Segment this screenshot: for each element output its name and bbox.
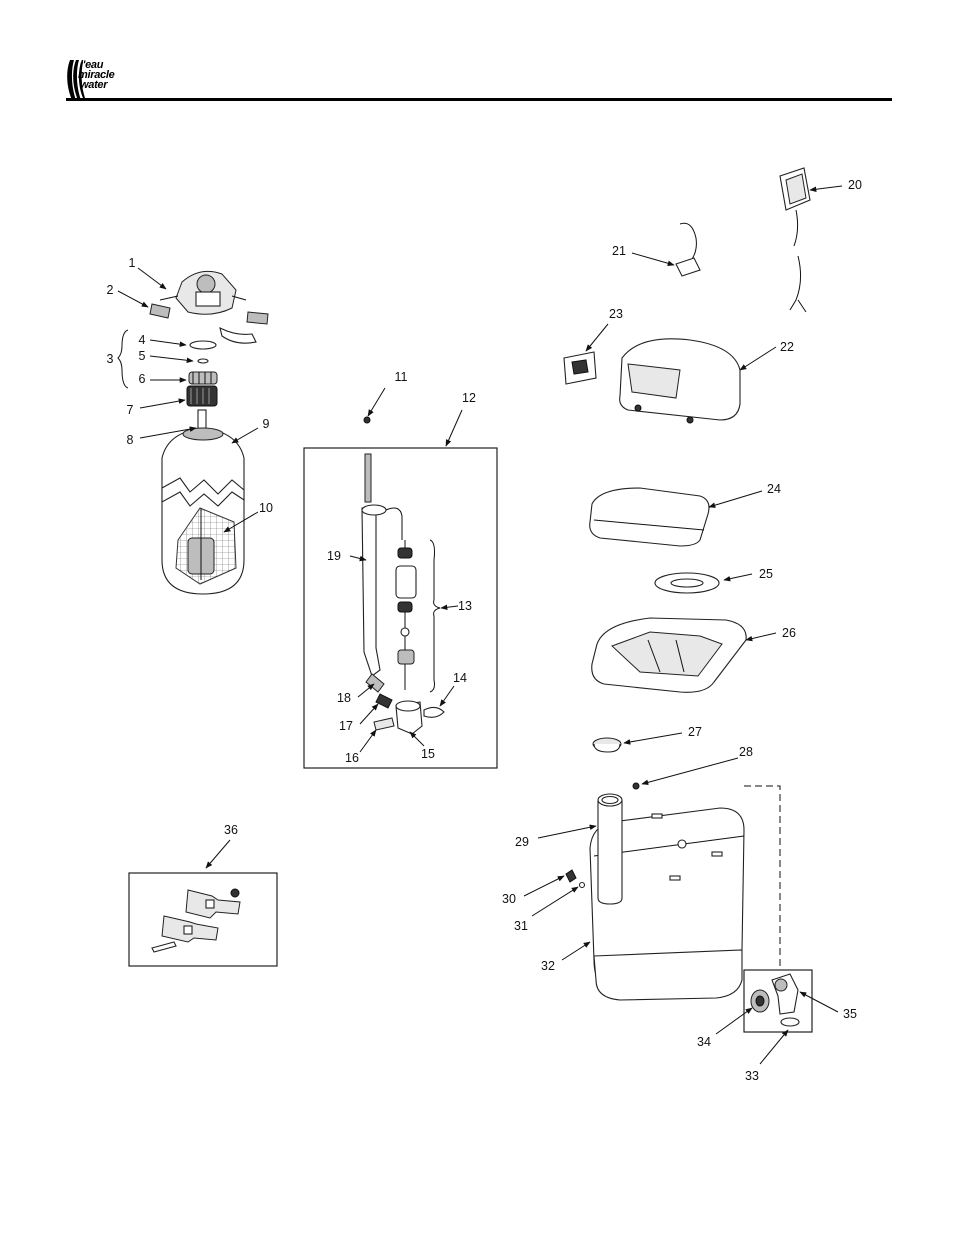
- callout-7: 7: [127, 403, 134, 417]
- screw-30: [566, 870, 576, 882]
- callout-12: 12: [462, 391, 476, 405]
- valve-cover-22: [620, 339, 740, 423]
- salt-shelf-26: [592, 618, 746, 692]
- callout-29: 29: [515, 835, 529, 849]
- callout-22: 22: [780, 340, 794, 354]
- callout-14: 14: [453, 671, 467, 685]
- valve-body-15: [396, 701, 422, 734]
- grommet-28: [633, 783, 639, 789]
- callout-6: 6: [139, 372, 146, 386]
- transformer-20: [780, 168, 810, 312]
- callout-33: 33: [745, 1069, 759, 1083]
- valve-clip-left: [150, 304, 170, 318]
- callout-28: 28: [739, 745, 753, 759]
- distributor-basket-7: [187, 386, 217, 406]
- overflow-nut-34: [751, 990, 769, 1012]
- callout-16: 16: [345, 751, 359, 765]
- callout-34: 34: [697, 1035, 711, 1049]
- callout-9: 9: [263, 417, 270, 431]
- brine-well-29: [598, 794, 622, 904]
- overflow-dashed-leader: [744, 786, 780, 970]
- valve-clip-right: [247, 312, 268, 324]
- callout-18: 18: [337, 691, 351, 705]
- callout-21: 21: [612, 244, 626, 258]
- callout-31: 31: [514, 919, 528, 933]
- callout-1: 1: [129, 256, 136, 270]
- float-assembly-13: [396, 540, 416, 690]
- callout-32: 32: [541, 959, 555, 973]
- hose-clamp-33: [781, 1018, 799, 1026]
- sensor-21: [676, 223, 700, 276]
- callout-26: 26: [782, 626, 796, 640]
- callout-35: 35: [843, 1007, 857, 1021]
- callout-15: 15: [421, 747, 435, 761]
- callout-24: 24: [767, 482, 781, 496]
- o-ring-5: [198, 359, 208, 363]
- callout-13: 13: [458, 599, 472, 613]
- screw-11: [364, 417, 370, 423]
- clip-14: [424, 707, 444, 717]
- washer-16: [374, 718, 394, 730]
- callout-3: 3: [107, 352, 114, 366]
- overflow-elbow-35: [772, 974, 798, 1014]
- callout-36: 36: [224, 823, 238, 837]
- callout-5: 5: [139, 349, 146, 363]
- callout-2: 2: [107, 283, 114, 297]
- callout-30: 30: [502, 892, 516, 906]
- bracket-13: [430, 540, 440, 692]
- callout-20: 20: [848, 178, 862, 192]
- o-ring-4: [190, 341, 216, 349]
- tank-lid-24: [590, 488, 709, 546]
- callout-25: 25: [759, 567, 773, 581]
- callout-27: 27: [688, 725, 702, 739]
- cap-27: [593, 738, 621, 752]
- nut-17: [376, 694, 392, 708]
- callout-11: 11: [395, 370, 408, 384]
- circuit-board-23: [564, 352, 596, 384]
- salt-shelf-ring-25: [655, 573, 719, 593]
- control-valve-assembly: [160, 271, 246, 314]
- valve-clamp: [220, 328, 256, 343]
- callout-labels: 1 2 3 4 5 6 7 8 9 10 11 12 13 14 15 16 1…: [107, 178, 862, 1083]
- callout-23: 23: [609, 307, 623, 321]
- bracket-kit-36: [152, 889, 240, 952]
- brine-tube-19: [362, 454, 402, 676]
- washer-31: [580, 883, 585, 888]
- callout-10: 10: [259, 501, 273, 515]
- callout-8: 8: [127, 433, 134, 447]
- callout-17: 17: [339, 719, 353, 733]
- callout-4: 4: [139, 333, 146, 347]
- top-screen-6: [189, 372, 217, 384]
- bracket-kit-box: [129, 873, 277, 966]
- fitting-18: [366, 674, 384, 692]
- callout-19: 19: [327, 549, 341, 563]
